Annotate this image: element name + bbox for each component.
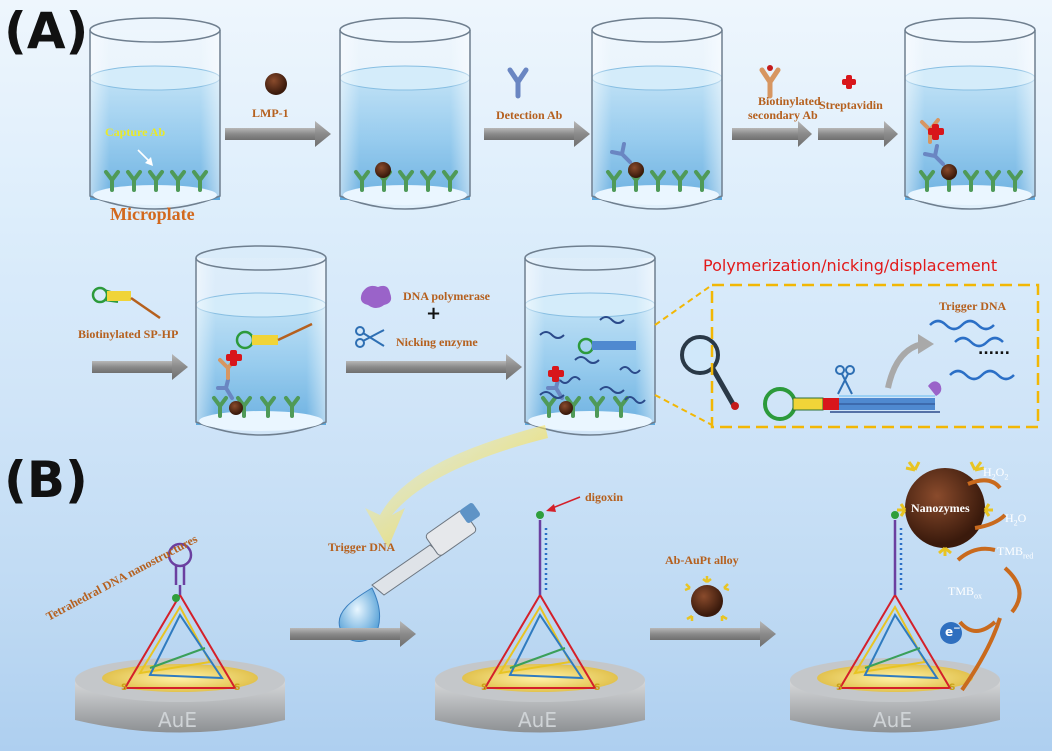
process-arrow-7 — [650, 621, 776, 647]
electron-badge — [940, 622, 962, 644]
process-arrow-4 — [92, 354, 188, 380]
inset-trigger-strands — [929, 319, 1015, 381]
ab-aupt-particle — [684, 576, 730, 621]
capture-antibodies — [104, 170, 1023, 192]
sp-hp-label: Biotinylated SP-HP — [78, 327, 179, 341]
sulfur-1a: S — [121, 683, 128, 693]
inset-release-arrow — [885, 341, 923, 389]
inset-release-arrowhead — [918, 334, 934, 354]
inset-hairpin — [763, 381, 942, 421]
ab-aupt-label: Ab-AuPt alloy — [665, 553, 739, 567]
trigger-dna-label: Trigger DNA — [328, 540, 396, 554]
digoxin-marker-3 — [891, 511, 899, 519]
secondary-ab-label-line1: Biotinylated — [758, 94, 821, 108]
inset-box — [710, 283, 1040, 429]
h2o-label: H2O — [1005, 511, 1027, 528]
pipette-icon — [371, 503, 480, 596]
detection-ab-icon — [507, 67, 529, 99]
secondary-ab-label-line2: secondary Ab — [748, 108, 818, 122]
detection-ab-label: Detection Ab — [496, 108, 563, 122]
digoxin-pointer — [546, 496, 581, 512]
process-arrow-1 — [225, 121, 331, 147]
lmp1-label: LMP-1 — [252, 106, 289, 120]
streptavidin-label: Streptavidin — [819, 98, 883, 112]
dna-polymerase-icon — [360, 285, 392, 308]
lmp1-bound-2 — [375, 162, 391, 178]
magnifier-icon — [654, 284, 739, 426]
pnd-title: Polymerization/nicking/displacement — [703, 256, 998, 275]
sulfur-3a: S — [836, 683, 843, 693]
electrode-2 — [435, 658, 645, 733]
streptavidin-bound-4 — [928, 124, 944, 140]
sulfur-2b: S — [594, 683, 601, 693]
electrode-3 — [790, 658, 1000, 733]
electron-label: e− — [945, 624, 961, 639]
h2o2-label: H2O2 — [983, 465, 1009, 482]
process-arrow-5 — [346, 354, 522, 380]
detection-ab-bound-4 — [923, 144, 945, 166]
capture-ab-label: Capture Ab — [105, 125, 166, 139]
dna-polymerase-label: DNA polymerase — [403, 289, 490, 303]
tmb-red-label: TMBred — [997, 544, 1034, 561]
sulfur-2a: S — [481, 683, 488, 693]
beaker-1 — [89, 17, 221, 210]
nanozymes-label: Nanozymes — [911, 501, 970, 515]
catalytic-cycle — [956, 478, 1022, 692]
plus-sign: + — [426, 303, 442, 324]
sulfur-1b: S — [234, 683, 241, 693]
electrode-label-1: AuE — [158, 708, 197, 732]
lmp1-bound-3 — [628, 162, 644, 178]
tetrahedron-3 — [838, 520, 952, 689]
digoxin-marker-2 — [536, 511, 544, 519]
detection-ab-bound-3 — [610, 142, 632, 164]
digoxin-label: digoxin — [585, 490, 624, 504]
process-arrow-6 — [290, 621, 416, 647]
digoxin-marker-1 — [172, 594, 180, 602]
transfer-curved-arrow — [365, 425, 548, 548]
lmp1-bound-4 — [941, 164, 957, 180]
tmb-ox-label: TMBox — [948, 584, 983, 601]
capture-antibodies-row2 — [212, 396, 629, 418]
microplate-label: Microplate — [110, 204, 195, 224]
nicking-enzyme-label: Nicking enzyme — [396, 335, 478, 349]
immunocomplex-5 — [216, 322, 313, 415]
nanozyme-particle — [897, 461, 993, 556]
electrode-label-3: AuE — [873, 708, 912, 732]
panel-b-label: (B) — [4, 451, 88, 509]
inset-trigger-dna-label: Trigger DNA — [939, 299, 1007, 313]
nicking-enzyme-icon — [355, 326, 385, 348]
inset-dots: ...... — [978, 342, 1010, 358]
inset-nicking-icon — [835, 365, 855, 395]
tetrahedron-1 — [123, 542, 237, 689]
process-arrow-2 — [484, 121, 590, 147]
sulfur-3b: S — [949, 683, 956, 693]
trigger-strands-in-beaker — [539, 316, 646, 404]
process-arrow-3a — [732, 121, 812, 147]
panel-a-label: (A) — [4, 2, 89, 60]
tetrahedron-2 — [483, 520, 597, 689]
electrode-label-2: AuE — [518, 708, 557, 732]
lmp1-particle — [265, 73, 287, 95]
streptavidin-icon — [842, 75, 856, 89]
secondary-ab-icon — [759, 67, 781, 99]
sp-hp-probe-icon — [91, 286, 161, 320]
capture-pointer-arrow — [137, 149, 153, 166]
process-arrow-3b — [818, 121, 898, 147]
biotin-dot — [767, 65, 773, 71]
immunocomplex-6 — [546, 337, 636, 415]
